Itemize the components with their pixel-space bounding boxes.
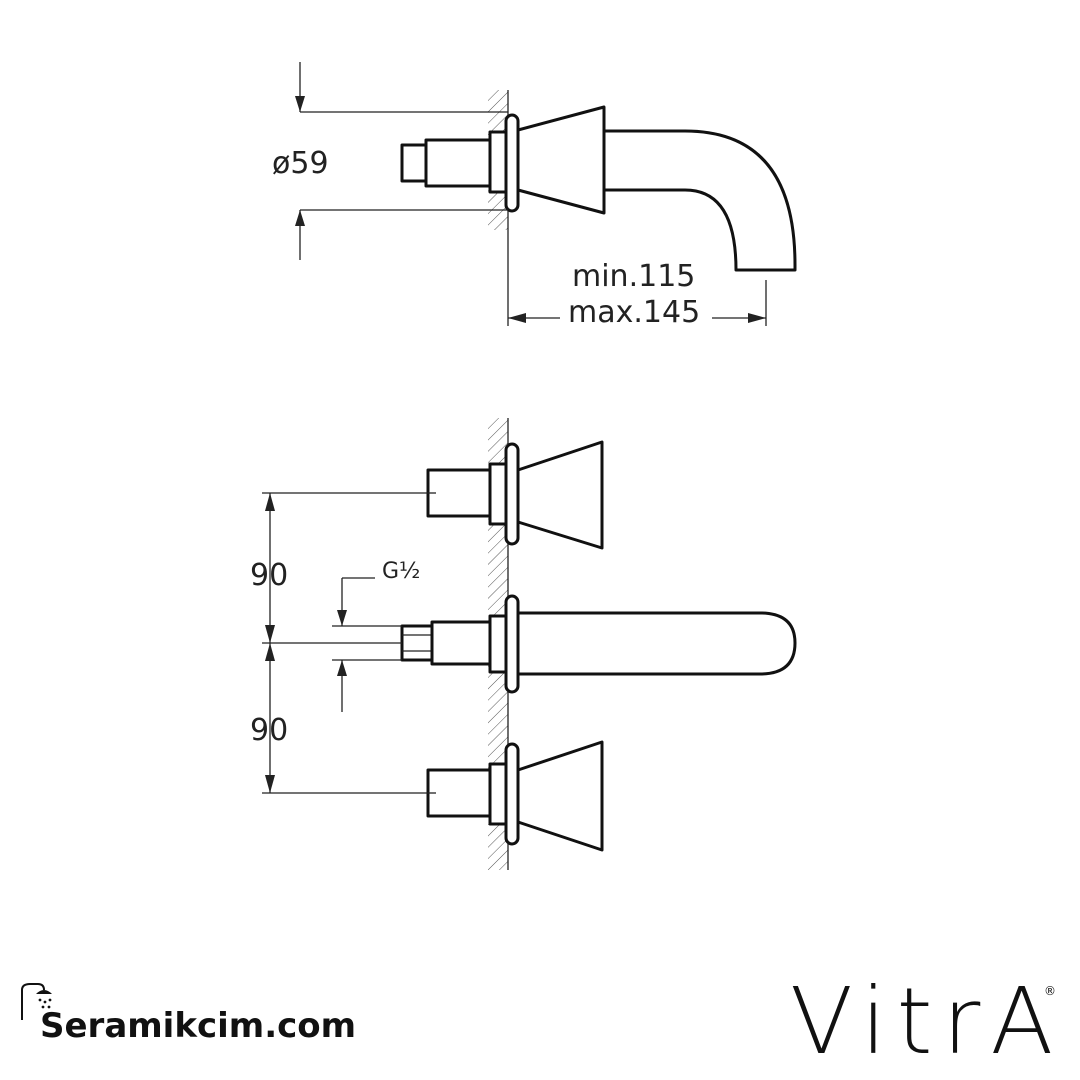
rosette (488, 130, 508, 194)
lower-valve (426, 740, 604, 852)
side-view: ø59 min.115 max.145 (272, 62, 797, 330)
valve-stem (400, 143, 428, 183)
diameter-label: ø59 (272, 146, 329, 181)
upper-valve (426, 440, 604, 550)
spacing-upper-label: 90 (250, 558, 288, 593)
spout-assembly (400, 594, 797, 694)
vitra-logo: VitrA (790, 968, 1064, 1075)
thread-label: G½ (382, 559, 420, 584)
site-brand: Seramikcim.com (40, 1006, 357, 1046)
spacing-lower-label: 90 (250, 713, 288, 748)
spout (602, 129, 797, 272)
plan-view: 90 90 G½ (250, 418, 797, 870)
cone-handle (516, 105, 606, 215)
min-projection-label: min.115 (572, 259, 695, 294)
registered-mark: ® (1044, 984, 1056, 998)
shower-head-icon (21, 983, 52, 1020)
max-projection-label: max.145 (568, 295, 700, 330)
